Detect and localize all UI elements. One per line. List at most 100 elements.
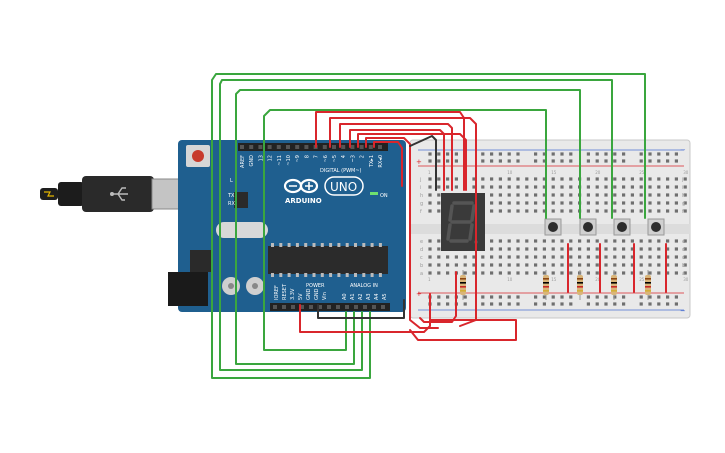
breadboard-hole[interactable] — [437, 239, 441, 243]
breadboard-hole[interactable] — [569, 247, 573, 251]
breadboard-hole[interactable] — [490, 201, 494, 205]
breadboard-hole[interactable] — [542, 271, 546, 275]
breadboard-hole[interactable] — [666, 239, 670, 243]
breadboard-hole[interactable] — [507, 209, 511, 213]
breadboard-hole[interactable] — [595, 255, 599, 259]
digital-header[interactable] — [238, 143, 388, 151]
breadboard-hole[interactable] — [604, 263, 608, 267]
rail-hole[interactable] — [586, 295, 590, 299]
breadboard-hole[interactable] — [674, 271, 678, 275]
header-hole[interactable] — [295, 145, 300, 149]
breadboard-hole[interactable] — [630, 255, 634, 259]
breadboard-hole[interactable] — [428, 177, 432, 181]
rail-hole[interactable] — [446, 159, 450, 163]
jumper-wire[interactable] — [357, 133, 467, 191]
breadboard-hole[interactable] — [437, 193, 441, 197]
rail-hole[interactable] — [446, 152, 450, 156]
rail-hole[interactable] — [639, 302, 643, 306]
breadboard-hole[interactable] — [569, 271, 573, 275]
resistor[interactable] — [460, 270, 466, 300]
breadboard-hole[interactable] — [551, 185, 555, 189]
breadboard-hole[interactable] — [490, 193, 494, 197]
breadboard-hole[interactable] — [507, 255, 511, 259]
rail-hole[interactable] — [674, 302, 678, 306]
rail-hole[interactable] — [622, 295, 626, 299]
breadboard-hole[interactable] — [542, 263, 546, 267]
breadboard-hole[interactable] — [542, 185, 546, 189]
breadboard-hole[interactable] — [657, 177, 661, 181]
rail-hole[interactable] — [595, 295, 599, 299]
rail-hole[interactable] — [490, 302, 494, 306]
breadboard-hole[interactable] — [542, 255, 546, 259]
jumper-wire[interactable] — [409, 319, 517, 341]
breadboard-hole[interactable] — [507, 271, 511, 275]
jumper-wire[interactable] — [419, 271, 457, 323]
breadboard-hole[interactable] — [428, 193, 432, 197]
rail-hole[interactable] — [507, 159, 511, 163]
breadboard-hole[interactable] — [604, 185, 608, 189]
breadboard-hole[interactable] — [437, 255, 441, 259]
breadboard-hole[interactable] — [630, 239, 634, 243]
breadboard-hole[interactable] — [639, 177, 643, 181]
breadboard-hole[interactable] — [534, 255, 538, 259]
breadboard-hole[interactable] — [560, 201, 564, 205]
breadboard-hole[interactable] — [463, 263, 467, 267]
breadboard-hole[interactable] — [569, 185, 573, 189]
breadboard-hole[interactable] — [648, 271, 652, 275]
breadboard-hole[interactable] — [586, 193, 590, 197]
breadboard-hole[interactable] — [639, 201, 643, 205]
breadboard-hole[interactable] — [578, 263, 582, 267]
rail-hole[interactable] — [674, 152, 678, 156]
breadboard-hole[interactable] — [639, 239, 643, 243]
breadboard-hole[interactable] — [630, 209, 634, 213]
pushbutton[interactable] — [647, 218, 665, 236]
breadboard-hole[interactable] — [683, 263, 687, 267]
rail-hole[interactable] — [481, 295, 485, 299]
breadboard-hole[interactable] — [490, 255, 494, 259]
breadboard-hole[interactable] — [516, 193, 520, 197]
breadboard-hole[interactable] — [622, 263, 626, 267]
rail-hole[interactable] — [613, 302, 617, 306]
breadboard-hole[interactable] — [446, 185, 450, 189]
breadboard-hole[interactable] — [657, 271, 661, 275]
breadboard-hole[interactable] — [490, 209, 494, 213]
resistor[interactable] — [611, 270, 617, 300]
breadboard-hole[interactable] — [525, 271, 529, 275]
breadboard-hole[interactable] — [674, 177, 678, 181]
breadboard-hole[interactable] — [586, 247, 590, 251]
header-hole[interactable] — [322, 145, 327, 149]
rail-hole[interactable] — [586, 152, 590, 156]
breadboard-hole[interactable] — [490, 263, 494, 267]
breadboard-hole[interactable] — [428, 185, 432, 189]
breadboard-hole[interactable] — [428, 201, 432, 205]
jumper-wire[interactable] — [263, 109, 547, 351]
breadboard-hole[interactable] — [534, 263, 538, 267]
header-hole[interactable] — [327, 305, 331, 309]
breadboard-hole[interactable] — [666, 247, 670, 251]
rail-hole[interactable] — [657, 152, 661, 156]
resistor[interactable] — [645, 270, 651, 300]
rail-hole[interactable] — [463, 302, 467, 306]
pushbutton[interactable] — [579, 218, 597, 236]
rail-hole[interactable] — [613, 152, 617, 156]
header-hole[interactable] — [258, 145, 263, 149]
breadboard-hole[interactable] — [525, 263, 529, 267]
header-hole[interactable] — [304, 145, 309, 149]
breadboard-hole[interactable] — [525, 209, 529, 213]
breadboard-hole[interactable] — [498, 263, 502, 267]
rail-hole[interactable] — [437, 159, 441, 163]
breadboard-hole[interactable] — [683, 247, 687, 251]
breadboard-hole[interactable] — [437, 263, 441, 267]
resistor[interactable] — [577, 270, 583, 300]
breadboard-hole[interactable] — [560, 255, 564, 259]
rail-hole[interactable] — [674, 159, 678, 163]
breadboard-hole[interactable] — [630, 201, 634, 205]
header-hole[interactable] — [350, 145, 355, 149]
breadboard-hole[interactable] — [586, 185, 590, 189]
jumper-wire[interactable] — [235, 89, 581, 365]
breadboard-hole[interactable] — [551, 201, 555, 205]
resistor[interactable] — [543, 270, 549, 300]
rail-hole[interactable] — [595, 152, 599, 156]
rail-hole[interactable] — [534, 152, 538, 156]
header-hole[interactable] — [341, 145, 346, 149]
